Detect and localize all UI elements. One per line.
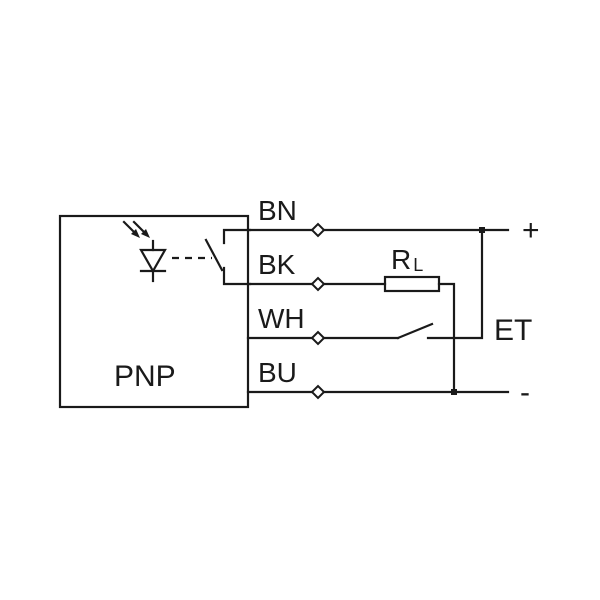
wire-bk: [246, 276, 456, 394]
supply-negative-label: -: [520, 376, 530, 409]
wire-wh: [246, 228, 484, 346]
wire-label-bn: BN: [258, 195, 297, 226]
junction-negative: [451, 389, 457, 395]
wire-label-bu: BU: [258, 357, 297, 388]
sensor-housing: [58, 214, 250, 409]
output-switch: [204, 228, 252, 286]
wire-label-bk: BK: [258, 249, 296, 280]
wire-label-wh: WH: [258, 303, 305, 334]
wire-bn: [246, 222, 510, 238]
test-input-label: ET: [494, 314, 532, 347]
wire-bu: [246, 384, 510, 400]
photodiode-icon: [122, 220, 167, 283]
sensor-type-label: PNP: [114, 360, 176, 393]
supply-positive-label: +: [522, 214, 540, 247]
load-resistor: [383, 275, 441, 293]
junction-positive: [479, 227, 485, 233]
